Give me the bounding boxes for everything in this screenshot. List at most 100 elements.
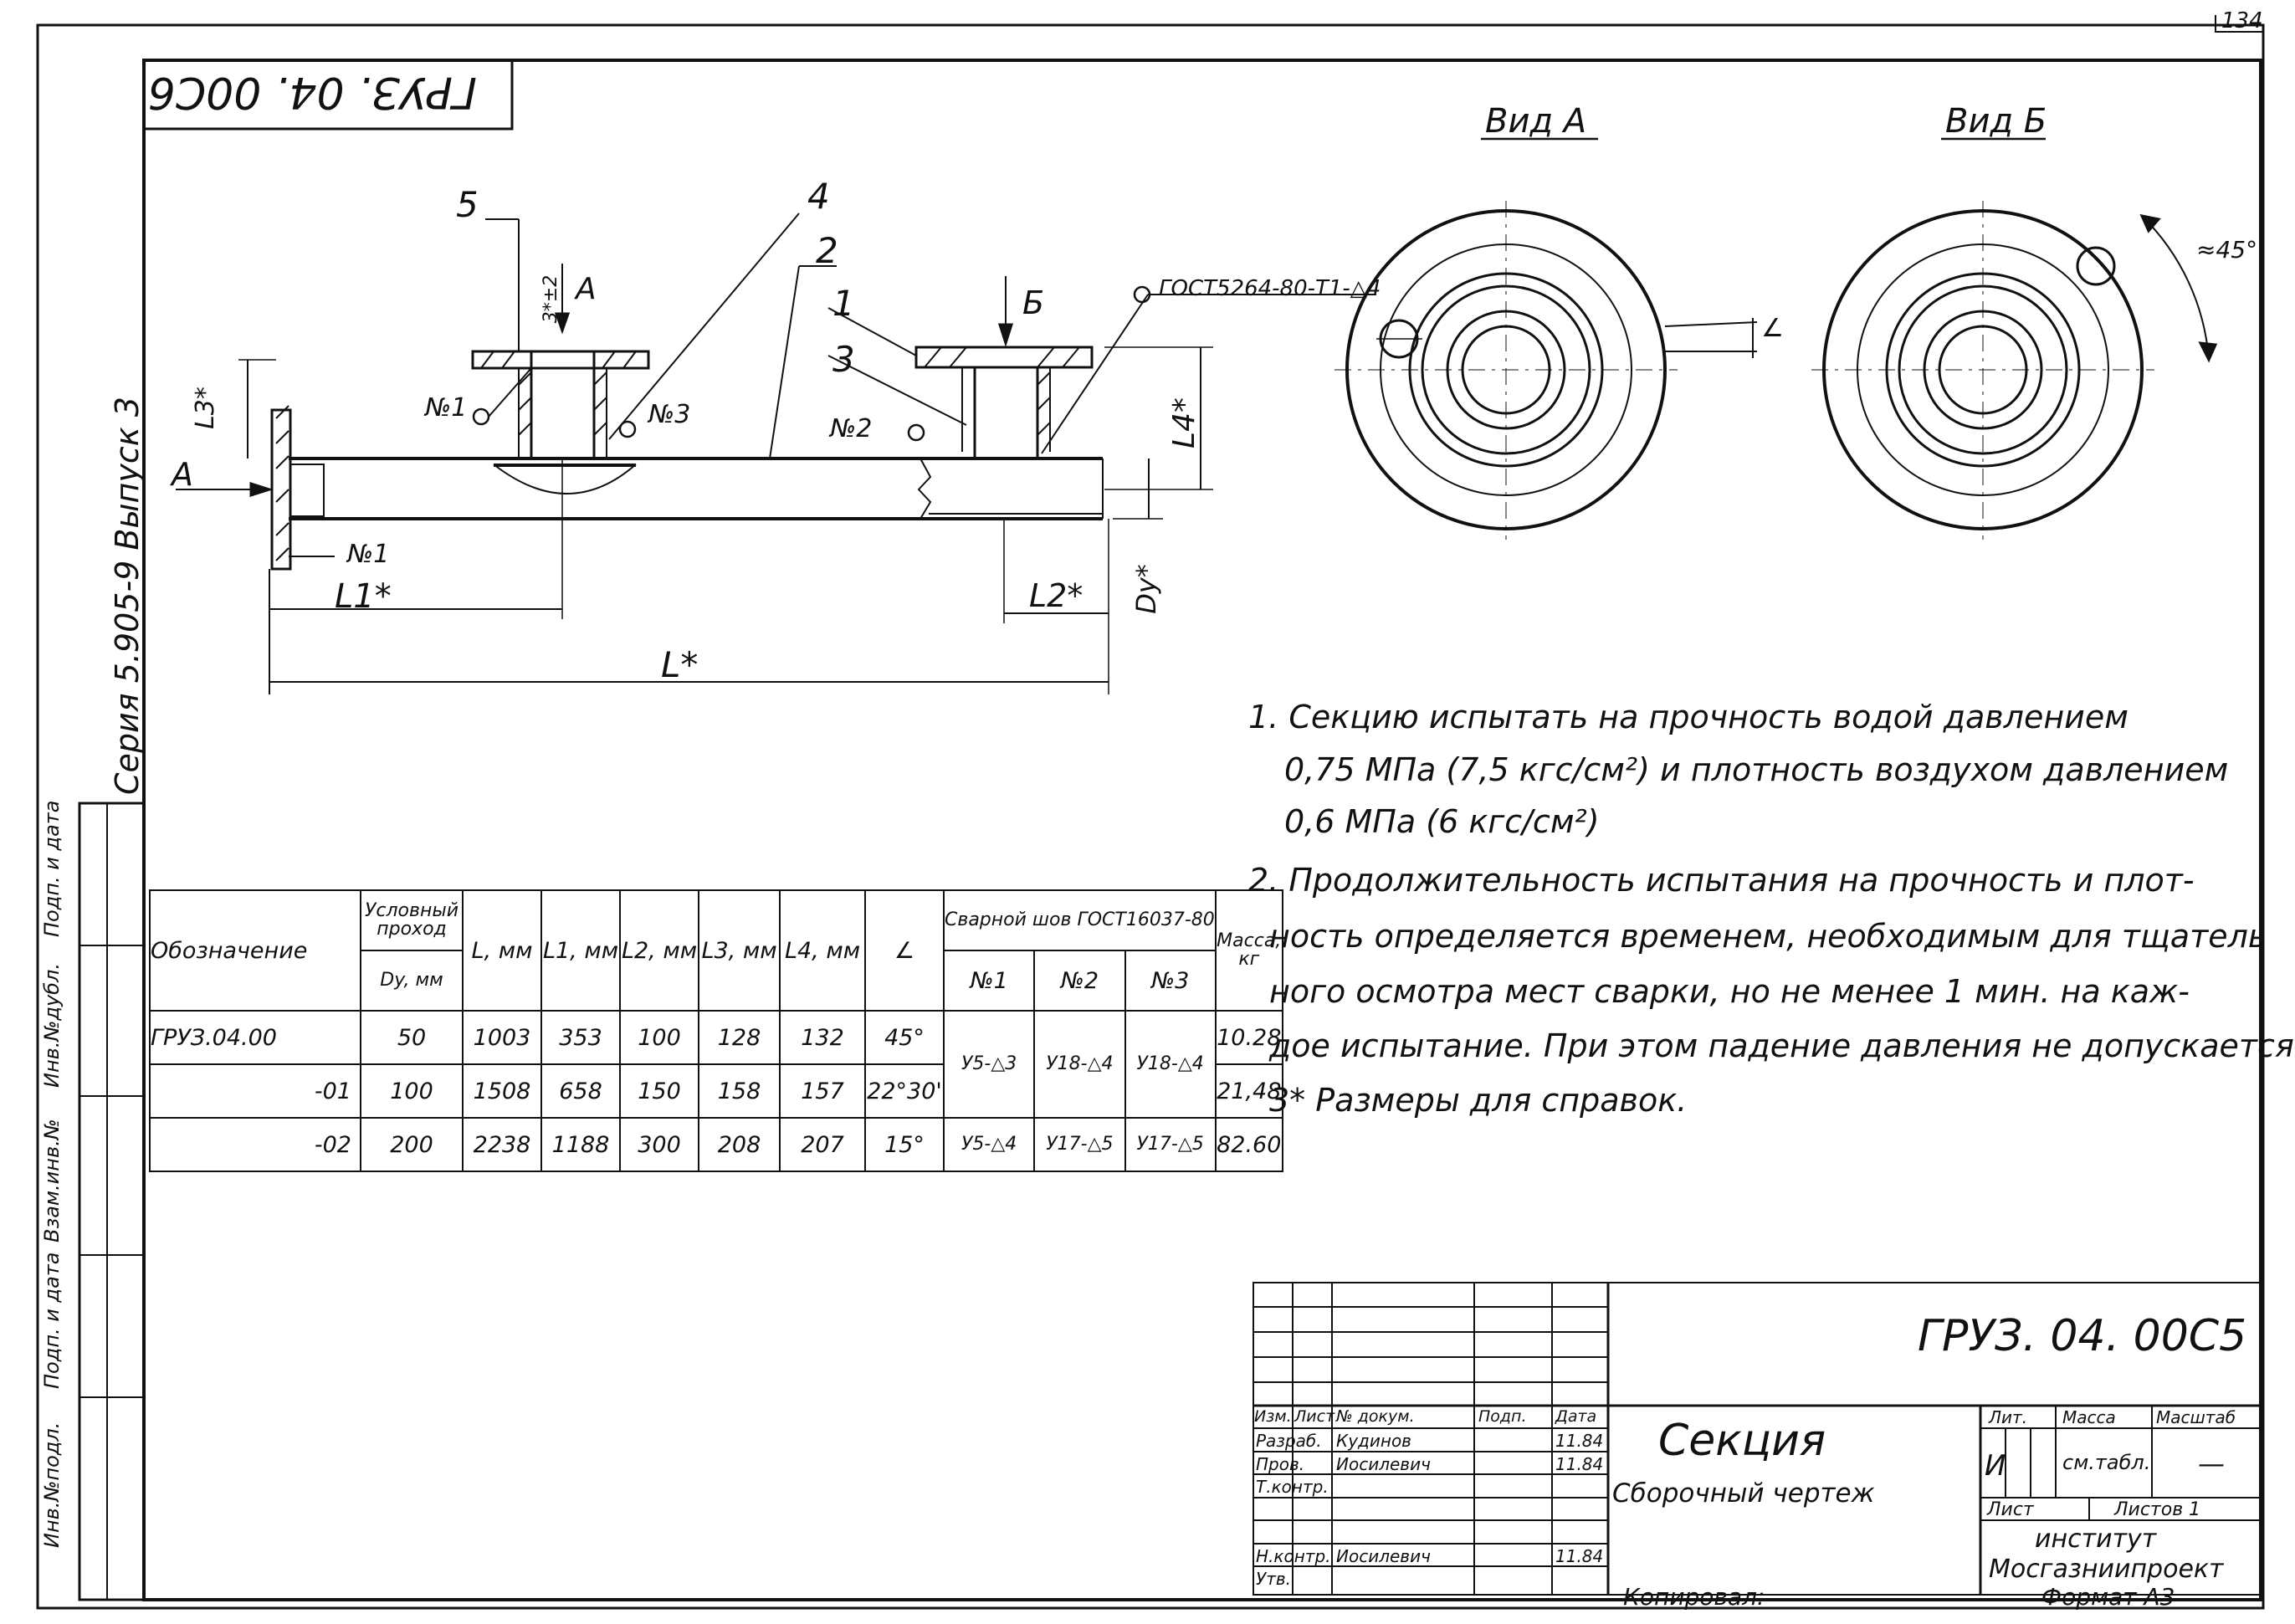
row2-alpha: 15°: [864, 1117, 945, 1172]
dim-l4: L4*: [1166, 397, 1201, 448]
tb-org-1: институт: [2035, 1524, 2157, 1554]
note-line-5: ность определяется временем, необходимым…: [1269, 918, 2267, 955]
tb-org-2: Мосгазниипроект: [1989, 1555, 2224, 1584]
hdr-l1: L1, мм: [540, 889, 621, 1012]
row1-dy: 100: [360, 1063, 464, 1119]
row1-l1: 658: [540, 1063, 621, 1119]
title-block: ГРУЗ. 04. 00С5 Изм. Лист № докум. Подп. …: [1253, 1282, 2261, 1596]
dim-dy: Dy*: [1130, 564, 1162, 614]
dim-l1: L1*: [335, 577, 392, 616]
hdr-alpha: ∠: [864, 889, 945, 1012]
hdr-w1: №1: [942, 950, 1036, 1012]
row2-l1: 1188: [540, 1117, 621, 1172]
tb-col-list: Лист: [1294, 1407, 1335, 1426]
row2-l: 2238: [462, 1117, 542, 1172]
dim-l: L*: [661, 644, 699, 685]
note-line-1: 1. Секцию испытать на прочность водой да…: [1248, 699, 2129, 735]
table-row: ГРУЗ.04.00 50 1003 353 100 128 132 45° У…: [149, 1010, 1283, 1119]
row2-l4: 207: [779, 1117, 866, 1172]
spec-table: Обозначение Условный проход L, мм L1, мм…: [149, 889, 1283, 1172]
row1-alpha: 22°30': [864, 1063, 945, 1119]
tb-name-4: Иосилевич: [1336, 1546, 1431, 1566]
row0-dy: 50: [360, 1010, 464, 1065]
table-row: -01 100 1508 658 150 158 157 22°30' 21,4…: [149, 1063, 1283, 1119]
row2-w3: У17-△5: [1124, 1117, 1217, 1172]
row0-designation: ГРУЗ.04.00: [149, 1010, 361, 1065]
alpha-label: ∠: [1761, 314, 1784, 343]
code-box: [142, 59, 514, 131]
dim-l2: L2*: [1029, 577, 1083, 614]
row0-alpha: 45°: [864, 1010, 945, 1065]
sheet-format: Формат А3: [2041, 1583, 2175, 1611]
note-line-2: 0,75 МПа (7,5 кгс/см²) и плотность возду…: [1284, 751, 2229, 788]
tb-sheets-label: Листов 1: [2114, 1499, 2201, 1520]
stamp-strip: [78, 802, 146, 1601]
weld-mark-3: №3: [648, 400, 691, 429]
tb-mass-label: Масса: [2062, 1407, 2116, 1427]
tb-title: Секция: [1658, 1416, 1826, 1466]
hdr-passage-top: Условный проход: [360, 889, 464, 951]
row1-mass: 21,48: [1214, 1063, 1283, 1119]
tb-scale-value: —: [2198, 1447, 2225, 1479]
weld-mark-2: №2: [830, 414, 873, 443]
hdr-passage-unit: Dy, мм: [360, 950, 464, 1012]
note-line-6: ного осмотра мест сварки, но не менее 1 …: [1269, 973, 2190, 1010]
row0-l2: 100: [619, 1010, 699, 1065]
tb-col-date: Дата: [1555, 1407, 1597, 1426]
callout-1: 1: [832, 283, 855, 324]
page-number: 134: [2221, 8, 2263, 33]
row1-l: 1508: [462, 1063, 542, 1119]
hdr-w3: №3: [1124, 950, 1217, 1012]
series-label: Серия 5.905-9 Выпуск 3: [109, 397, 146, 795]
callout-5: 5: [456, 184, 479, 225]
hdr-l: L, мм: [462, 889, 542, 1012]
arrow-a-top-label: А: [576, 272, 597, 306]
callout-3: 3: [832, 339, 855, 380]
table-row: -02 200 2238 1188 300 208 207 15° У5-△4 …: [149, 1117, 1283, 1172]
hdr-w2: №2: [1033, 950, 1126, 1012]
copied-by: Копировал:: [1623, 1583, 1765, 1611]
weld-mark-1: №1: [425, 393, 468, 423]
arrow-a-label: А: [172, 456, 193, 493]
callout-4: 4: [807, 176, 830, 217]
dim-l3: L3*: [190, 387, 220, 429]
note-line-7: дое испытание. При этом падение давления…: [1269, 1027, 2294, 1064]
row2-mass: 82.60: [1214, 1117, 1283, 1172]
tb-role-2: Пров.: [1256, 1454, 1305, 1474]
note-line-3: 0,6 МПа (6 кгс/см²): [1284, 803, 1600, 840]
row2-w2: У17-△5: [1033, 1117, 1126, 1172]
row2-dy: 200: [360, 1117, 464, 1172]
tb-col-doc: № докум.: [1336, 1407, 1415, 1426]
rotated-doc-code: ГРУЗ. 04. 00С6: [147, 67, 477, 117]
tb-lit-label: Лит.: [1989, 1407, 2028, 1427]
note-line-8: 3* Размеры для справок.: [1269, 1082, 1688, 1119]
tb-role-1: Разраб.: [1256, 1431, 1322, 1451]
tb-role-5: Утв.: [1256, 1569, 1291, 1589]
tb-date-4: 11.84: [1555, 1546, 1604, 1566]
arrow-b-label: Б: [1022, 284, 1045, 321]
tb-name-1: Кудинов: [1336, 1431, 1411, 1451]
dim-3: 3*±2: [540, 274, 562, 324]
row2-l2: 300: [619, 1117, 699, 1172]
tb-lit-value: И: [1985, 1449, 2006, 1483]
tb-subtitle: Сборочный чертеж: [1612, 1478, 1875, 1509]
angle-label: ≈45°: [2196, 236, 2258, 264]
row1-designation: -01: [149, 1063, 361, 1119]
callout-2: 2: [816, 230, 838, 271]
gost-weld-label: ГОСТ5264-80-Т1-△4: [1159, 276, 1381, 301]
view-a-drawing: [1334, 201, 1758, 540]
hdr-l4: L4, мм: [779, 889, 866, 1012]
view-b-title: Вид Б: [1945, 102, 2047, 141]
tb-col-izm: Изм.: [1254, 1407, 1292, 1426]
tb-date-1: 11.84: [1555, 1431, 1604, 1451]
row1-l2: 150: [619, 1063, 699, 1119]
tb-scale-label: Масштаб: [2156, 1407, 2236, 1427]
row0-l: 1003: [462, 1010, 542, 1065]
tb-role-4: Н.контр.: [1256, 1546, 1331, 1566]
tb-doc-code: ГРУЗ. 04. 00С5: [1918, 1311, 2247, 1361]
note-line-4: 2. Продолжительность испытания на прочно…: [1248, 862, 2195, 899]
row0-mass: 10.28: [1214, 1010, 1283, 1065]
row2-w1: У5-△4: [942, 1117, 1036, 1172]
